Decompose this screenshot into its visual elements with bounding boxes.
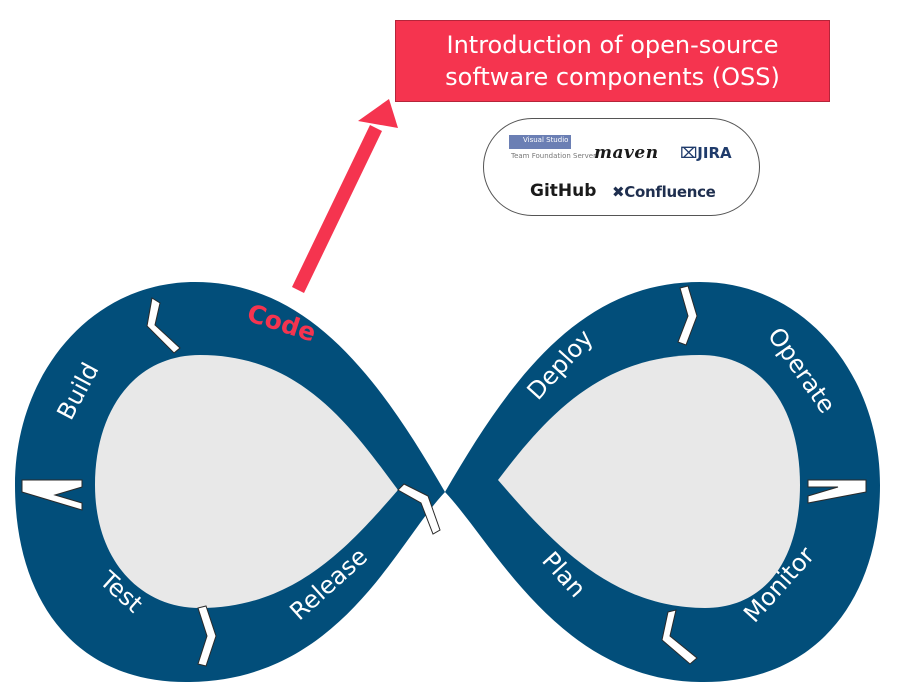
maven-logo: maven [594,143,659,163]
jira-logo: ⌧JIRA [680,144,732,162]
github-logo: GitHub [530,181,597,201]
visual-studio-label: Visual Studio [523,136,569,144]
visual-studio-sub-label: Team Foundation Server [511,152,596,160]
chevron-bottom-left-icon [197,605,217,667]
upward-arrow-icon [292,99,398,293]
left-inner-hole [95,355,398,608]
callout-line-1: Introduction of open-source [446,31,779,59]
tool-logos-panel: Visual Studio Team Foundation Server mav… [483,118,760,216]
oss-callout: Introduction of open-source software com… [395,20,830,102]
chevron-center-icon [397,483,441,535]
visual-studio-icon: Visual Studio [509,135,571,149]
chevron-left-icon [21,479,83,511]
callout-line-2: software components (OSS) [445,63,780,91]
chevron-top-left-icon [146,297,181,354]
jira-label: JIRA [697,144,732,162]
confluence-label: Confluence [624,183,716,201]
chevron-top-right-icon [677,285,698,346]
chevron-bottom-right-icon [661,609,698,665]
right-inner-hole [498,355,800,608]
visual-studio-logo: Visual Studio Team Foundation Server [509,135,596,165]
confluence-logo: ✖Confluence [612,183,716,201]
chevron-right-icon [807,479,867,504]
